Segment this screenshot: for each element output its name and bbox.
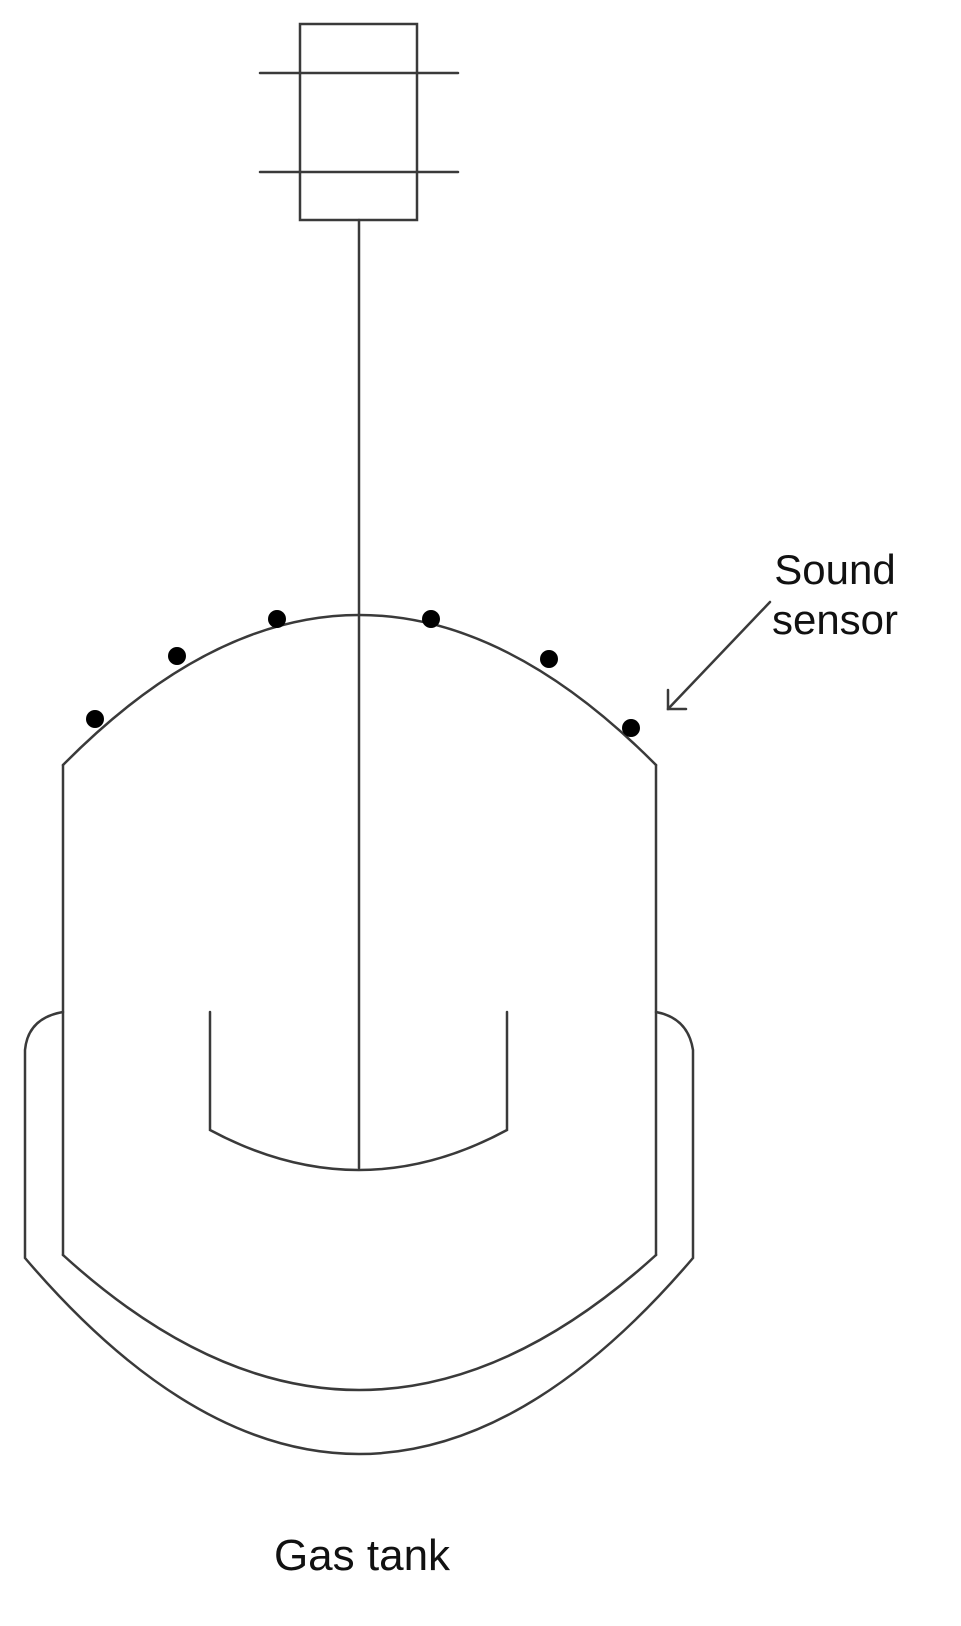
- sensor-pointer-arrow: [666, 600, 772, 711]
- motor-box: [298, 22, 419, 222]
- sound-sensor-dot: [168, 647, 186, 665]
- tank-bottom: [61, 1253, 658, 1392]
- stirrer-basket: [208, 1010, 509, 1172]
- gas-tank-caption: Gas tank: [273, 1531, 451, 1580]
- sound-sensor-dot: [422, 610, 440, 628]
- sound-sensor-dot: [86, 710, 104, 728]
- sensor-pointer-arrowhead: [666, 688, 688, 711]
- sound-sensor-label: Sound sensor: [760, 545, 910, 646]
- tank-dome: [61, 613, 658, 767]
- sound-sensor-dot: [622, 719, 640, 737]
- outer-jacket: [23, 1010, 695, 1456]
- sound-sensor-dot: [268, 610, 286, 628]
- sound-sensor-label-line1: Sound: [774, 546, 896, 593]
- sound-sensor-label-line2: sensor: [771, 596, 899, 644]
- sound-sensor-dot: [540, 650, 558, 668]
